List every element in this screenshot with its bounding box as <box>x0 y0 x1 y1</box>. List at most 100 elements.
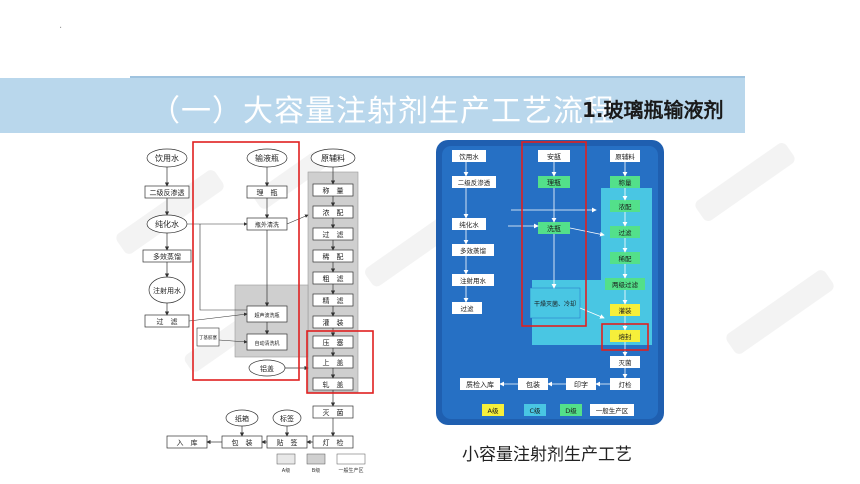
box-material-step-r <box>610 252 640 264</box>
box-water-step <box>452 176 496 188</box>
box-water-step <box>452 274 494 286</box>
label-infusion-bottle: 输液瓶 <box>255 153 279 163</box>
red-frame-ampoule-process <box>521 141 587 327</box>
label-water-step: 注射用水 <box>460 276 487 285</box>
legend-b-label: B级 <box>312 467 320 474</box>
legend-general-swatch <box>336 453 366 465</box>
background-stroke <box>723 267 837 357</box>
label-water-step: 饮用水 <box>459 152 479 161</box>
label-ampoule: 安瓿 <box>547 152 561 161</box>
label-material-step-r: 两级过滤 <box>612 280 639 289</box>
box-water-step <box>452 302 482 314</box>
box-material-step-r <box>610 304 640 316</box>
label-material-step: 灯 检 <box>323 438 344 447</box>
legend-a-r <box>482 404 504 416</box>
left-flow-diagram: 饮用水 二级反渗透 纯化水 多效蒸馏 注射用水 过 滤 输液瓶 理 瓶 瓶外清洗… <box>142 141 374 474</box>
label-ampoule-sort: 理瓶 <box>547 178 561 187</box>
label-printing: 印字 <box>574 380 588 389</box>
box-material-step-r <box>610 378 640 390</box>
legend-c-r-label: C级 <box>529 406 541 415</box>
label-material-step: 上 盖 <box>323 358 344 367</box>
box-material-step-r <box>605 278 645 290</box>
label-auto-washer: 自动清洗机 <box>254 340 279 347</box>
box-water-step <box>452 244 494 256</box>
label-distill: 多效蒸馏 <box>153 252 181 261</box>
label-filter-water: 过 滤 <box>157 317 178 326</box>
label-material-step: 压 塞 <box>323 338 344 347</box>
label-carton: 纸箱 <box>235 414 249 423</box>
legend-d-r <box>560 404 582 416</box>
label-packing: 包 装 <box>232 438 253 447</box>
label-material-step: 浓 配 <box>323 208 344 217</box>
label-wfi: 注射用水 <box>153 286 181 295</box>
corner-mark: . <box>59 20 63 31</box>
label-material-step: 称 量 <box>323 186 344 195</box>
label-aluminum-cap: 铝盖 <box>260 364 274 373</box>
legend-general-r <box>590 404 634 416</box>
background-stroke <box>693 140 797 224</box>
legend-a-label: A级 <box>282 467 290 474</box>
box-rubber-stopper <box>196 327 220 347</box>
box-material-step-r <box>610 330 640 342</box>
label-outer-wash: 瓶外清洗 <box>255 221 279 229</box>
legend-general-r-label: 一般生产区 <box>596 406 629 415</box>
slide-title: （一）大容量注射剂生产工艺流程 <box>150 94 615 129</box>
label-material-step-r: 称量 <box>619 178 633 187</box>
label-ro: 二级反渗透 <box>150 188 185 197</box>
label-material-step: 轧 盖 <box>323 380 344 389</box>
box-ampoule-sort <box>538 176 570 188</box>
label-material-step-r: 过滤 <box>619 228 633 237</box>
box-ampoule <box>538 150 570 162</box>
label-material-step-r: 原辅料 <box>615 152 635 161</box>
slide-subtitle: 1.玻璃瓶输液剂 <box>582 98 724 122</box>
legend-c-r <box>524 404 546 416</box>
box-material-step-r <box>610 200 640 212</box>
label-label: 标签 <box>280 414 294 423</box>
label-material-step-r: 灌装 <box>619 306 633 315</box>
label-storage: 入 库 <box>177 438 198 447</box>
box-material-step-r <box>610 176 640 188</box>
box-printing <box>566 378 596 390</box>
label-packing-r: 包装 <box>526 380 540 389</box>
label-material-step-r: 浓配 <box>619 202 633 211</box>
legend-general-label: 一般生产区 <box>338 467 363 474</box>
label-labeling: 贴 签 <box>277 438 298 447</box>
label-rubber-stopper: 丁基胶塞 <box>199 334 217 341</box>
legend-a-r-label: A级 <box>488 406 499 415</box>
label-material-step-r: 稀配 <box>619 254 633 263</box>
box-material-step-r <box>610 356 640 368</box>
label-material-step: 灭 菌 <box>323 408 344 417</box>
box-material-step-r <box>610 150 640 162</box>
label-water-step: 纯化水 <box>459 220 479 229</box>
title-top-line <box>130 76 745 78</box>
figure-caption: 小容量注射剂生产工艺 <box>462 445 632 465</box>
box-ampoule-wash <box>538 222 570 234</box>
label-material-step-r: 熔封 <box>619 332 633 341</box>
label-material-step: 粗 滤 <box>323 274 344 283</box>
legend-d-r-label: D级 <box>565 406 577 415</box>
label-material-step: 稀 配 <box>323 252 344 261</box>
label-material-step-r: 灭菌 <box>619 358 633 367</box>
label-material-step-r: 灯检 <box>619 380 633 389</box>
box-material-step-r <box>610 226 640 238</box>
label-purified-water: 纯化水 <box>155 219 179 229</box>
label-ultrasonic: 超声波洗瓶 <box>254 312 279 319</box>
red-frame-capping <box>306 330 374 394</box>
label-raw-materials: 原辅料 <box>321 153 345 163</box>
label-dry-sterilize: 干燥灭菌、冷却 <box>534 300 576 308</box>
legend-a-swatch <box>276 453 296 465</box>
label-material-step: 精 滤 <box>323 296 344 305</box>
box-water-step <box>452 218 486 230</box>
red-frame-sealing <box>601 323 649 351</box>
label-water-step: 二级反渗透 <box>458 178 491 187</box>
box-dry-sterilize <box>529 287 581 319</box>
label-material-step: 灌 装 <box>323 318 344 327</box>
box-packing-r <box>518 378 548 390</box>
red-frame-bottle-process <box>192 141 300 381</box>
label-drinking-water: 饮用水 <box>155 153 179 163</box>
legend-b-swatch <box>306 453 326 465</box>
title-band <box>0 78 745 133</box>
label-ampoule-wash: 洗瓶 <box>547 224 561 233</box>
label-qc-storage: 质检入库 <box>466 380 494 389</box>
